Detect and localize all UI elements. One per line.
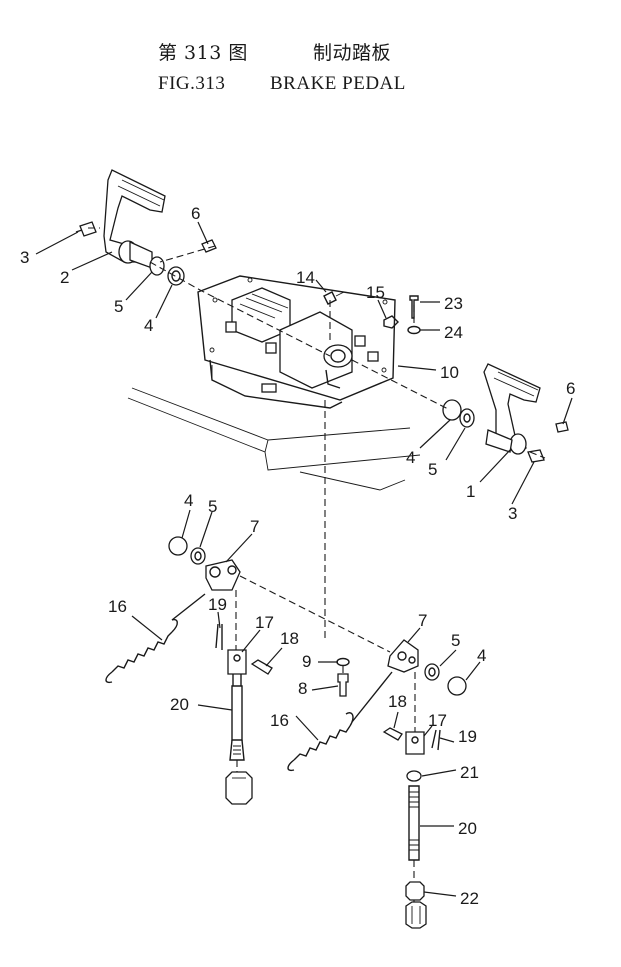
callout-20-right: 20	[458, 819, 477, 838]
figure-number-cn: 第 313 图	[158, 42, 248, 64]
callout-19-right: 19	[458, 727, 477, 746]
figure-number-en: FIG.313	[158, 73, 226, 94]
floor-frame-outline	[127, 387, 421, 491]
callout-21: 21	[460, 763, 479, 782]
callout-5-lower-left: 5	[208, 497, 217, 516]
brake-valve-housing	[197, 275, 396, 409]
left-brake-pedal	[75, 169, 217, 286]
callout-15: 15	[366, 283, 385, 302]
callout-6-right: 6	[566, 379, 575, 398]
callout-4-lower-left: 4	[184, 491, 193, 510]
callout-10: 10	[440, 363, 459, 382]
callout-18-right: 18	[388, 692, 407, 711]
callout-20-left: 20	[170, 695, 189, 714]
callout-5-right: 5	[428, 460, 437, 479]
callout-22: 22	[460, 889, 479, 908]
callout-9: 9	[302, 652, 311, 671]
figure-title-cn: 制动踏板	[313, 42, 392, 64]
callout-5-lower-right: 5	[451, 631, 460, 650]
callout-8: 8	[298, 679, 307, 698]
callout-7-left: 7	[250, 517, 259, 536]
callout-7-right: 7	[418, 611, 427, 630]
callout-4-left: 4	[144, 316, 153, 335]
callout-16-left: 16	[108, 597, 127, 616]
callout-2: 2	[60, 268, 69, 287]
callout-4-right: 4	[406, 448, 415, 467]
assembly-lines-top	[88, 227, 546, 640]
callout-19-left: 19	[208, 595, 227, 614]
callout-1: 1	[466, 482, 475, 501]
callout-23: 23	[444, 294, 463, 313]
right-brake-pedal	[442, 363, 569, 463]
callout-4-lower-right: 4	[477, 646, 486, 665]
callout-14: 14	[296, 268, 315, 287]
leader-lines	[35, 221, 573, 897]
callout-24: 24	[444, 323, 463, 342]
callout-17-right: 17	[428, 711, 447, 730]
figure-title-en: BRAKE PEDAL	[270, 73, 406, 94]
left-linkage-assembly	[105, 536, 391, 805]
callout-3-left: 3	[20, 248, 29, 267]
callout-5-left: 5	[114, 297, 123, 316]
right-linkage-assembly	[287, 639, 467, 929]
callout-17-left: 17	[255, 613, 274, 632]
callout-16-right: 16	[270, 711, 289, 730]
callout-18-left: 18	[280, 629, 299, 648]
callout-6-left: 6	[191, 204, 200, 223]
callout-3-right: 3	[508, 504, 517, 523]
callout-numbers: 6 3 2 5 4 14 15 23 24 10 6 4 5 1 3 4 5 7…	[20, 204, 575, 908]
